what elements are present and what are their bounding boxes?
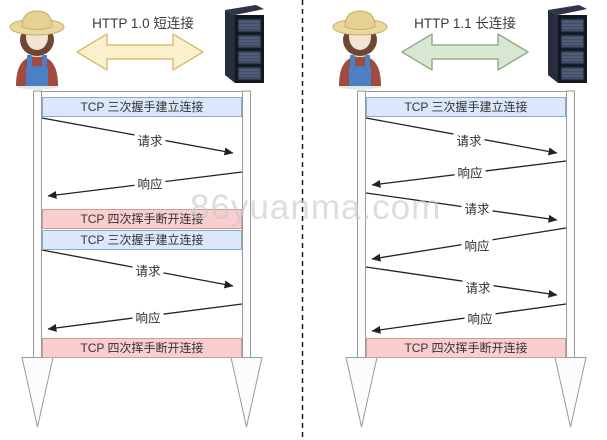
double-arrow-icon: [76, 33, 204, 71]
double-arrow-icon: [401, 33, 529, 71]
tcp-connect-bar: TCP 三次握手建立连接: [42, 97, 242, 117]
http10-connection-arrow: [74, 30, 206, 79]
client-lifeline-arrowhead: [345, 357, 378, 428]
client-lifeline-arrowhead: [21, 357, 54, 428]
server-lifeline: [566, 90, 575, 359]
request-arrow-label: 请求: [461, 198, 493, 218]
farmer-user-icon: [332, 10, 388, 90]
request-arrow-label: 请求: [453, 130, 485, 150]
farmer-user-icon: [9, 10, 65, 90]
response-arrow-label: 响应: [454, 162, 486, 182]
request-arrow-label: 请求: [134, 130, 166, 150]
http10-title: HTTP 1.0 短连接: [92, 16, 194, 31]
request-arrow: [365, 266, 558, 298]
tcp-connect-bar: TCP 三次握手建立连接: [42, 230, 242, 250]
client-lifeline: [33, 90, 42, 359]
response-arrow-label: 响应: [461, 235, 493, 255]
client-icon: [8, 8, 66, 95]
http11-title: HTTP 1.1 长连接: [414, 16, 516, 31]
tcp-disconnect-bar: TCP 四次挥手断开连接: [42, 209, 242, 229]
client-lifeline: [357, 90, 366, 359]
server-icon: [544, 4, 591, 91]
response-arrow-label: 响应: [464, 308, 496, 328]
server-lifeline-arrowhead: [230, 357, 263, 428]
request-arrow-label: 请求: [132, 260, 164, 280]
client-icon: [331, 8, 389, 95]
http11-connection-arrow: [399, 30, 531, 79]
http11-message-arrows: [365, 117, 567, 334]
server-icon: [221, 4, 268, 91]
tcp-disconnect-bar: TCP 四次挥手断开连接: [42, 338, 242, 358]
response-arrow-label: 响应: [134, 173, 166, 193]
request-arrow-label: 请求: [462, 277, 494, 297]
server-rack-icon: [225, 5, 264, 83]
tcp-connect-bar: TCP 三次握手建立连接: [366, 97, 566, 117]
http10-lifelines: [21, 90, 263, 428]
tcp-disconnect-bar: TCP 四次挥手断开连接: [366, 338, 566, 358]
server-rack-icon: [548, 5, 587, 83]
server-lifeline: [242, 90, 251, 359]
server-lifeline-arrowhead: [554, 357, 587, 428]
response-arrow-label: 响应: [132, 307, 164, 327]
http11-lifelines: [345, 90, 587, 428]
